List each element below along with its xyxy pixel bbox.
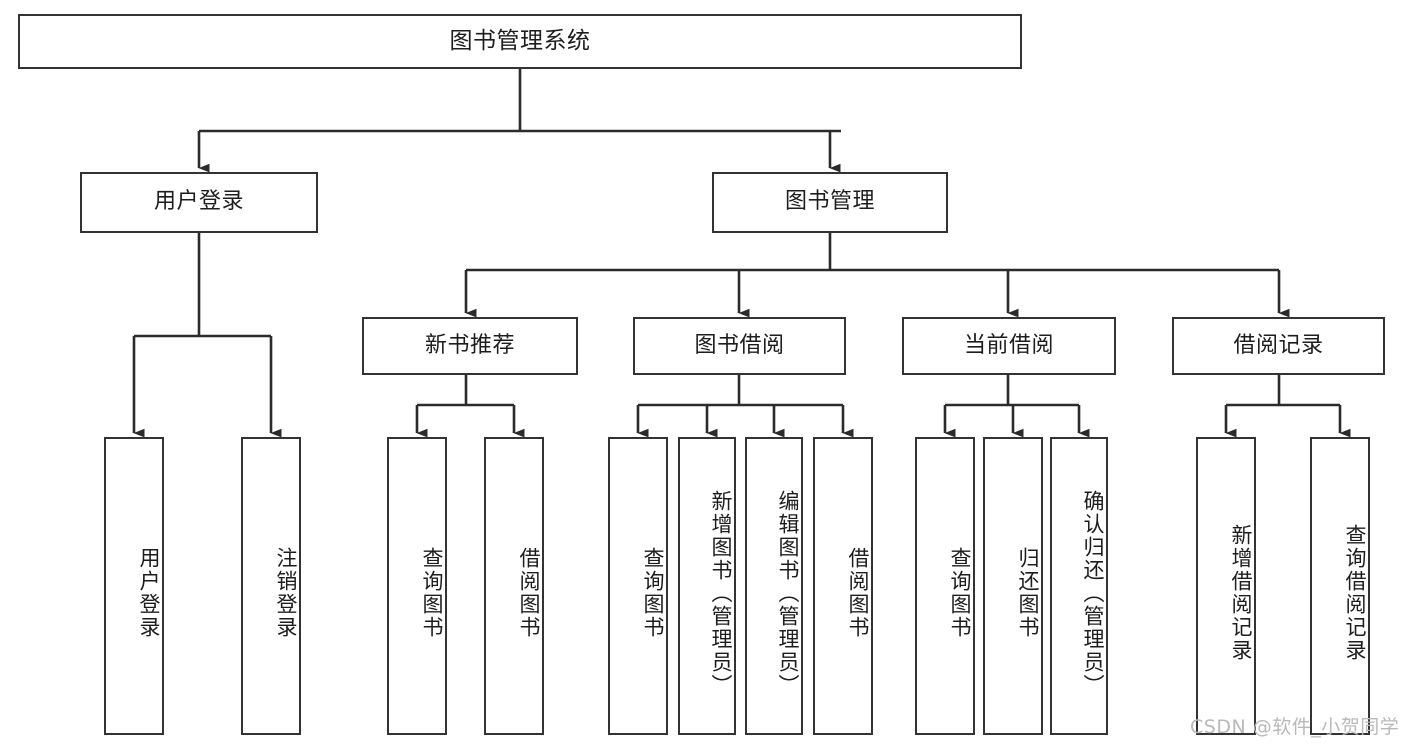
- node-leaf-add-book-label: 新增图书（管理员）: [709, 489, 733, 697]
- node-current-borrow[interactable]: 当前借阅: [902, 317, 1116, 375]
- node-leaf-edit-book[interactable]: 编辑图书（管理员）: [745, 437, 803, 735]
- node-leaf-add-book[interactable]: 新增图书（管理员）: [678, 437, 736, 735]
- node-leaf-return-book-label: 归还图书: [1016, 547, 1040, 639]
- node-leaf-confirm-return[interactable]: 确认归还（管理员）: [1050, 437, 1108, 735]
- node-leaf-query-book-3[interactable]: 查询图书: [915, 437, 975, 735]
- node-leaf-query-book-3-label: 查询图书: [948, 547, 972, 639]
- node-leaf-query-book-1[interactable]: 查询图书: [387, 437, 447, 735]
- node-borrow-record-label: 借阅记录: [1233, 332, 1324, 358]
- node-book-manage-label: 图书管理: [784, 189, 875, 215]
- node-root-label: 图书管理系统: [449, 27, 591, 54]
- node-leaf-logout[interactable]: 注销登录: [241, 437, 301, 735]
- node-leaf-logout-label: 注销登录: [274, 547, 298, 639]
- node-book-borrow[interactable]: 图书借阅: [633, 317, 846, 375]
- node-current-borrow-label: 当前借阅: [963, 332, 1054, 358]
- node-leaf-query-book-2[interactable]: 查询图书: [608, 437, 668, 735]
- node-leaf-add-record-label: 新增借阅记录: [1229, 524, 1253, 662]
- node-leaf-query-book-2-label: 查询图书: [641, 547, 665, 639]
- node-leaf-return-book[interactable]: 归还图书: [983, 437, 1043, 735]
- node-leaf-borrow-book-2-label: 借阅图书: [846, 547, 870, 639]
- node-root[interactable]: 图书管理系统: [18, 14, 1022, 69]
- node-leaf-borrow-book-1[interactable]: 借阅图书: [484, 437, 544, 735]
- node-book-manage[interactable]: 图书管理: [712, 172, 948, 233]
- node-new-book-recommend[interactable]: 新书推荐: [362, 317, 578, 375]
- node-leaf-edit-book-label: 编辑图书（管理员）: [776, 489, 800, 697]
- node-leaf-user-login-label: 用户登录: [137, 547, 161, 639]
- node-new-book-recommend-label: 新书推荐: [424, 332, 515, 358]
- node-leaf-query-record-label: 查询借阅记录: [1343, 524, 1367, 662]
- node-borrow-record[interactable]: 借阅记录: [1172, 317, 1385, 375]
- node-user-login-label: 用户登录: [153, 189, 244, 215]
- node-leaf-query-record[interactable]: 查询借阅记录: [1310, 437, 1370, 735]
- node-leaf-user-login[interactable]: 用户登录: [104, 437, 164, 735]
- node-book-borrow-label: 图书借阅: [694, 332, 785, 358]
- node-leaf-confirm-return-label: 确认归还（管理员）: [1081, 489, 1105, 697]
- node-leaf-query-book-1-label: 查询图书: [420, 547, 444, 639]
- watermark: CSDN @软件_小贺同学: [1190, 716, 1400, 738]
- node-user-login[interactable]: 用户登录: [80, 172, 318, 233]
- node-leaf-borrow-book-1-label: 借阅图书: [517, 547, 541, 639]
- node-leaf-add-record[interactable]: 新增借阅记录: [1196, 437, 1256, 735]
- node-leaf-borrow-book-2[interactable]: 借阅图书: [813, 437, 873, 735]
